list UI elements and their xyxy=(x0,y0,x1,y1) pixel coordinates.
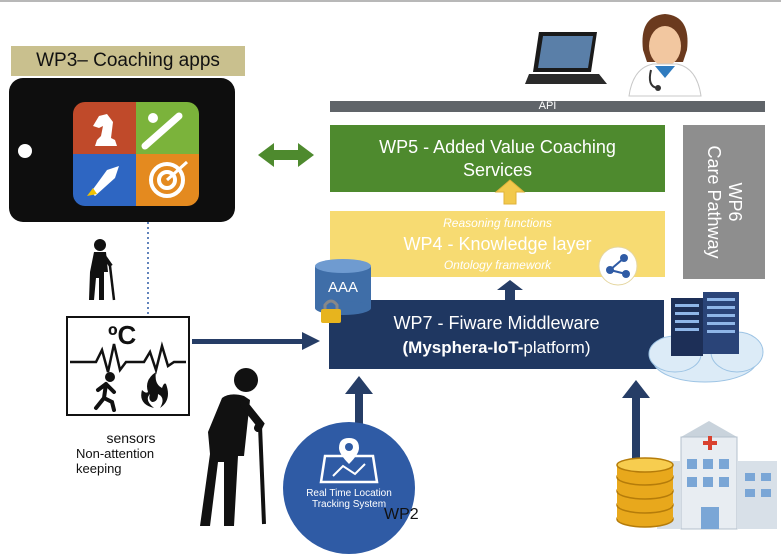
server-cloud-icon xyxy=(648,292,764,383)
coaching-apps-icon xyxy=(73,102,199,206)
sensors-caption-line3: keeping xyxy=(76,461,122,476)
wp5-title-line2: Services xyxy=(462,159,533,180)
database-icon xyxy=(315,259,371,315)
elderly-person-small-icon xyxy=(89,239,116,301)
api-bar: API xyxy=(330,101,765,112)
wp7-title: WP7 - Fiware Middleware xyxy=(393,312,600,333)
wp4-ontology: Ontology framework xyxy=(443,258,552,272)
location-map-icon xyxy=(319,438,379,484)
sensors-caption-line1: sensors xyxy=(106,430,156,446)
wp4-to-wp5-arrow xyxy=(494,179,526,205)
doctor-icon xyxy=(628,14,702,97)
aaa-label-box: AAA xyxy=(313,276,373,298)
wp3-label-box: WP3– Coaching apps xyxy=(11,46,245,76)
rtls-badge: Real Time Location Tracking System xyxy=(283,422,415,554)
laptop-icon xyxy=(525,32,607,84)
sensors-to-wp7-arrow xyxy=(192,332,320,350)
rtls-to-wp7-arrow xyxy=(345,376,373,436)
wp3-label: WP3– Coaching apps xyxy=(36,50,220,71)
wp5-box: WP5 - Added Value Coaching Services xyxy=(330,125,665,192)
running-person-icon xyxy=(94,372,116,412)
wp5-title-line1: WP5 - Added Value Coaching xyxy=(379,136,616,157)
sensors-caption: sensors Non-attention keeping xyxy=(76,430,186,476)
wp7-subtitle-rest: platform) xyxy=(523,338,591,357)
wp6-box: WP6 Care Pathway xyxy=(683,125,765,279)
knowledge-graph-icon xyxy=(598,246,638,286)
heartbeat-icon xyxy=(70,341,186,375)
arrows-layer xyxy=(147,143,650,460)
tablet xyxy=(9,78,235,222)
wp4-reasoning: Reasoning functions xyxy=(443,216,552,230)
sensors-box: ºC xyxy=(66,316,190,416)
rtls-line2: Tracking System xyxy=(311,499,387,510)
lock-icon xyxy=(321,299,341,323)
wp7-box: WP7 - Fiware Middleware (Mysphera-IoT-pl… xyxy=(329,300,664,369)
sensors-caption-line2: Non-attention xyxy=(76,446,155,461)
fire-icon xyxy=(141,372,168,408)
wp2-label: WP2 xyxy=(384,506,419,523)
tablet-home-button xyxy=(18,144,32,158)
wp7-to-wp4-arrow xyxy=(497,280,523,300)
coins-stack-icon xyxy=(616,457,674,528)
bidirectional-arrow xyxy=(258,143,314,167)
app-glyphs-icon xyxy=(87,112,189,198)
rtls-line1: Real Time Location xyxy=(306,488,392,499)
hospital-to-wp7-arrow xyxy=(622,380,650,460)
top-divider xyxy=(0,0,781,2)
api-label: API xyxy=(538,100,557,112)
aaa-label: AAA xyxy=(327,278,358,296)
wp7-subtitle-bold: (Mysphera-IoT- xyxy=(402,338,524,357)
elderly-person-large-icon xyxy=(200,368,266,526)
wp4-title: WP4 - Knowledge layer xyxy=(403,233,592,254)
